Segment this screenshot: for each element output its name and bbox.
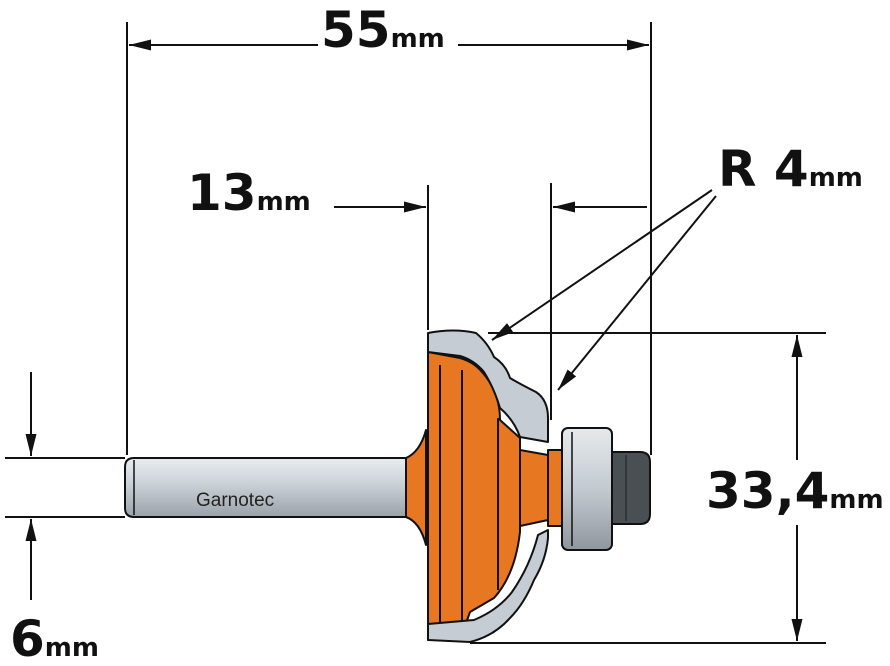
cutter-body	[427, 351, 549, 641]
dim-13-label: 13mm	[187, 164, 311, 222]
dim-6-label: 6mm	[10, 610, 99, 666]
dim-r4-label: R 4mm	[718, 140, 863, 198]
r4-leader-2	[557, 195, 717, 391]
body-neck	[405, 429, 427, 546]
bearing	[561, 427, 613, 551]
shank-brand-label: Garnotec	[196, 490, 274, 511]
bearing-screw	[611, 451, 651, 525]
shank	[124, 457, 413, 518]
collar	[547, 449, 563, 527]
body-grooves	[439, 365, 521, 632]
extension-lines	[5, 22, 826, 644]
r4-leader-1	[491, 189, 713, 341]
dim-334-label: 33,4mm	[706, 462, 884, 520]
carbide-bottom	[427, 529, 549, 643]
dimension-arrows	[25, 39, 803, 641]
carbide-top	[427, 329, 549, 443]
router-bit	[124, 329, 651, 643]
dim-55-label: 55mm	[321, 1, 445, 59]
